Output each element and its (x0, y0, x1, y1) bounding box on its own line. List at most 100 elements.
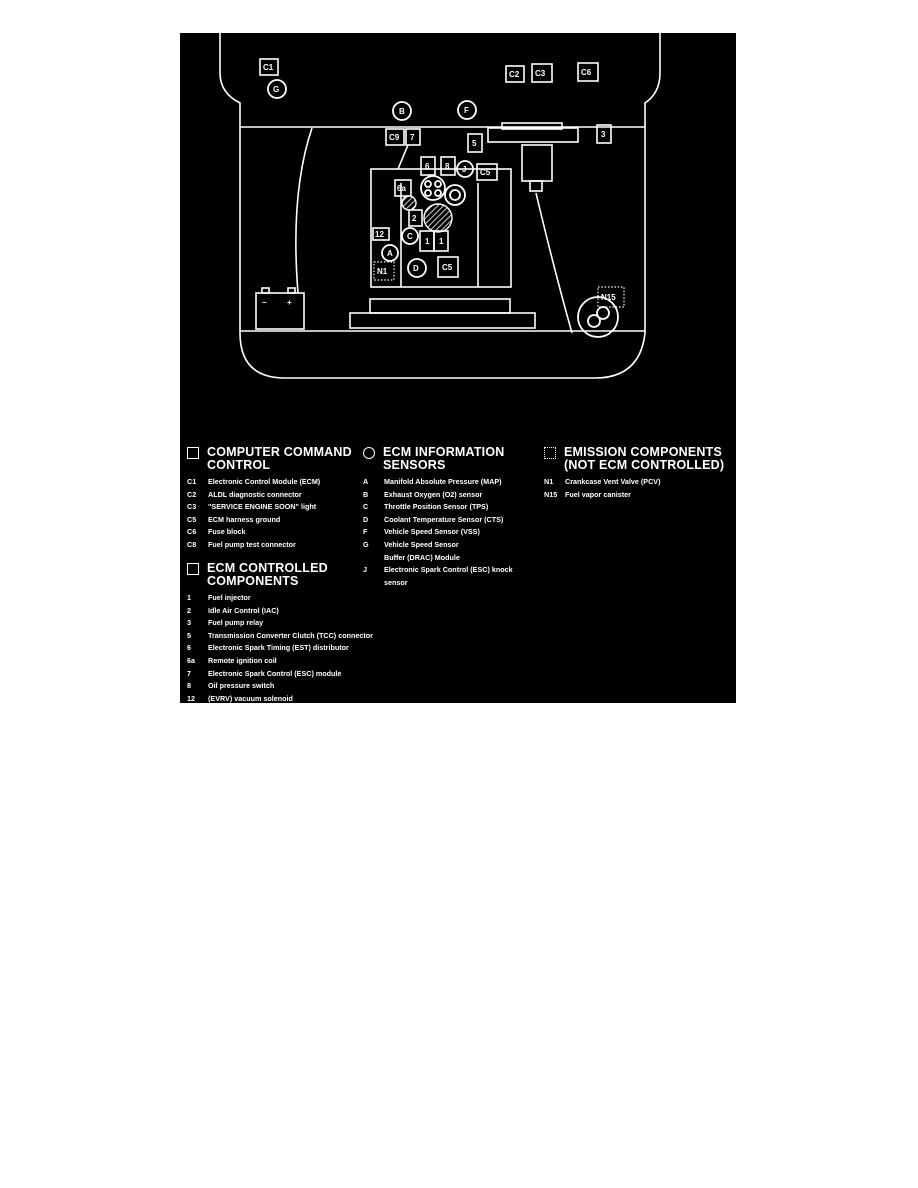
legend-ecm-sensors-heading: ECM INFORMATION SENSORS (363, 446, 543, 472)
legend-ecm-controlled-heading: ECM CONTROLLED COMPONENTS (187, 562, 417, 588)
c9-box (385, 128, 405, 146)
c-label: C (407, 232, 413, 241)
c5-top-label: C5 (480, 168, 491, 177)
dotted-square-symbol-icon (544, 447, 556, 459)
legend-item-code: C8 (187, 539, 197, 549)
injector-1b-box (433, 230, 449, 252)
legend-item-description: ECM harness ground (208, 514, 281, 524)
legend-emission-heading: EMISSION COMPONENTS (NOT ECM CONTROLLED) (544, 446, 734, 472)
legend-ecm-sensors: ECM INFORMATION SENSORS A Manifold Absolu… (363, 446, 543, 589)
legend-item-code: C1 (187, 477, 197, 486)
distributor-cap-2 (434, 180, 442, 188)
legend-item: 6a Remote ignition coil (187, 655, 417, 668)
distributor-cap-4 (434, 189, 442, 197)
legend-item-description: Transmission Converter Clutch (TCC) conn… (208, 630, 373, 640)
legend-item-description: Coolant Temperature Sensor (CTS) (384, 514, 504, 524)
legend-item-code: 7 (187, 668, 191, 678)
legend-item-code: A (363, 477, 369, 486)
distributor (420, 175, 446, 201)
canister (577, 296, 619, 338)
legend-item-description: Electronic Spark Control (ESC) knock (384, 565, 513, 575)
two-box (408, 209, 423, 227)
f-circle (457, 100, 477, 120)
legend-item-description: Electronic Spark Timing (EST) distributo… (208, 643, 349, 653)
legend-item-code: 6a (187, 655, 195, 665)
six-box (420, 156, 436, 176)
legend-item-description: sensor (384, 577, 408, 587)
wire-right (535, 192, 573, 334)
n15-label: N15 (601, 293, 616, 302)
legend-item-description: Fuel pump relay (208, 618, 264, 628)
throttle-stem (529, 180, 543, 192)
legend-item-description: Exhaust Oxygen (O2) sensor (384, 489, 483, 499)
heading-line-1: ECM CONTROLLED (207, 561, 328, 575)
canister-inner-2 (596, 306, 610, 320)
legend-item: 6 Electronic Spark Timing (EST) distribut… (187, 642, 417, 655)
legend-emission: EMISSION COMPONENTS (NOT ECM CONTROLLED)… (544, 446, 734, 501)
heading-line-1: EMISSION COMPONENTS (564, 445, 722, 459)
legend-item-description: Fuel pump test connector (208, 539, 296, 549)
oil-filler-inner (449, 189, 461, 201)
battery-post-left (261, 287, 270, 294)
legend-item-description: Remote ignition coil (208, 655, 277, 665)
legend-item-code: C6 (187, 527, 197, 537)
legend-item: C2 ALDL diagnostic connector (187, 489, 367, 502)
legend-item-description: Electronic Spark Control (ESC) module (208, 668, 342, 678)
heading-line-2: COMPONENTS (207, 574, 299, 588)
distributor-cap-3 (424, 189, 432, 197)
c1-box (259, 58, 279, 76)
distributor-cap-1 (424, 180, 432, 188)
throttle-body (521, 144, 553, 182)
heading-line-2: CONTROL (207, 458, 271, 472)
b-circle (392, 101, 412, 121)
legend-item-description: Crankcase Vent Valve (PCV) (565, 477, 661, 486)
legend-item-code: 6 (187, 643, 191, 653)
c5-top-box (476, 163, 498, 181)
j-circle (456, 160, 474, 178)
engine-base-lower (349, 312, 536, 329)
legend-item-code: F (363, 527, 368, 537)
legend-item: C8 Fuel pump test connector (187, 539, 367, 552)
legend-item: C5 ECM harness ground (187, 514, 367, 527)
legend-item-description: Oil pressure switch (208, 681, 275, 691)
legend-item-code: 12 (187, 693, 195, 703)
c2-label: C2 (509, 70, 520, 79)
legend-item-code: B (363, 489, 369, 499)
wire-left (295, 127, 313, 294)
c5-bottom-label: C5 (442, 263, 453, 272)
c2-box (505, 65, 525, 83)
legend-item-description: Vehicle Speed Sensor (VSS) (384, 527, 480, 537)
heading-line-1: COMPUTER COMMAND (207, 445, 352, 459)
legend-item: C3"SERVICE ENGINE SOON" light (187, 501, 367, 514)
legend-item-code: C5 (187, 514, 197, 524)
five-box (467, 133, 483, 153)
legend-item: A Manifold Absolute Pressure (MAP) (363, 476, 543, 489)
engine-base-upper (369, 298, 511, 314)
three-box (596, 124, 612, 144)
legend-item-description: ALDL diagnostic connector (208, 489, 302, 499)
legend-item-code: C2 (187, 489, 197, 499)
legend-item: 12(EVRV) vacuum solenoid (187, 693, 417, 703)
legend-item-description: Buffer (DRAC) Module (384, 552, 460, 562)
air-cleaner (487, 127, 579, 143)
diagram-panel: − + C1 G C2 C3 C6 B F C9 7 5 3 6 8 J C5 (180, 33, 736, 703)
twelve-box (372, 227, 390, 241)
g-circle (267, 79, 287, 99)
c5-bottom-box (437, 256, 459, 278)
c1-label: C1 (263, 63, 274, 72)
legend-item: B Exhaust Oxygen (O2) sensor (363, 489, 543, 502)
legend-item-description: Manifold Absolute Pressure (MAP) (384, 477, 502, 486)
heading-line-1: ECM INFORMATION (383, 445, 505, 459)
two-label: 2 (412, 214, 417, 223)
c6-box (577, 62, 599, 82)
